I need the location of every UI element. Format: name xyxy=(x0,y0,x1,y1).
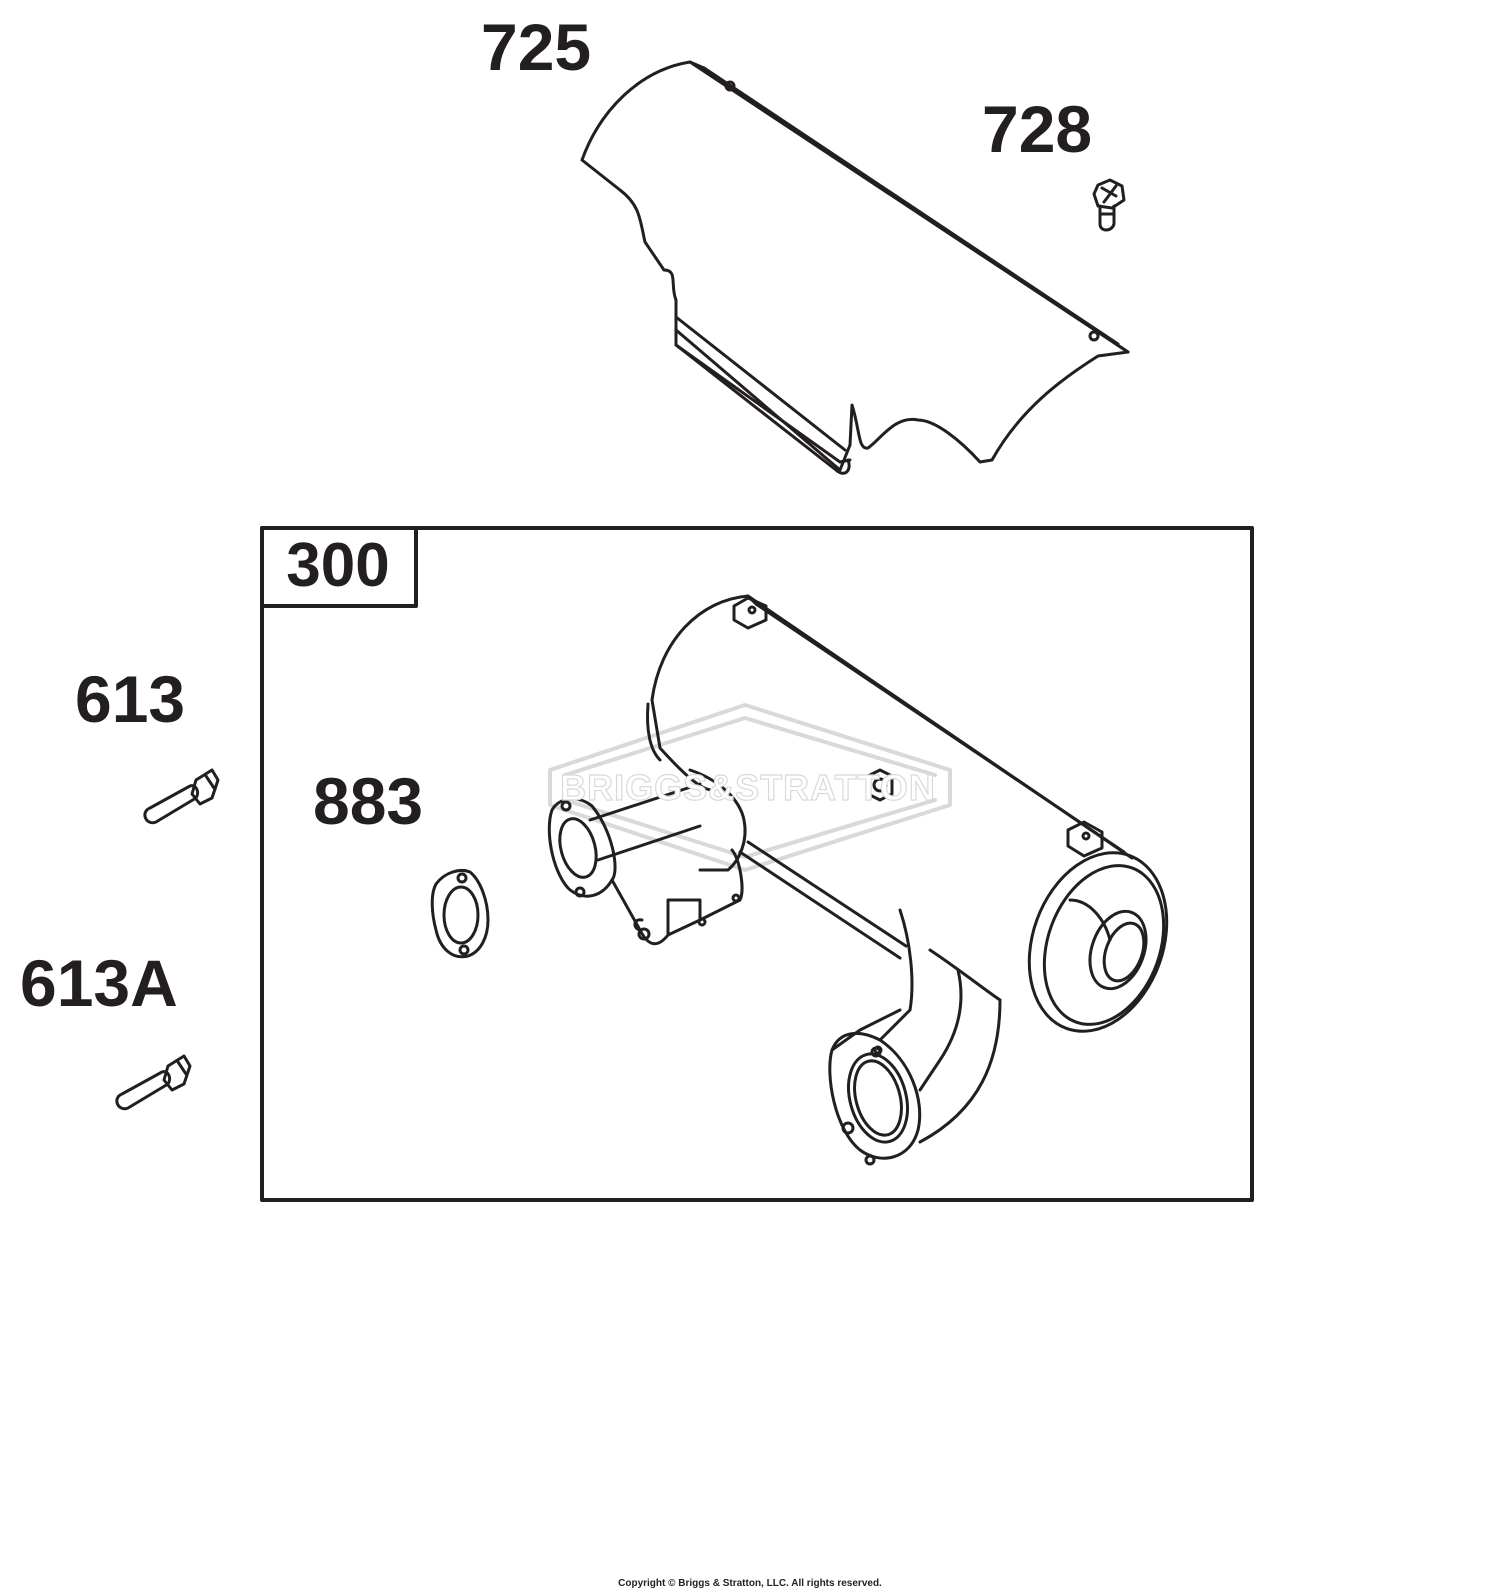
label-613: 613 xyxy=(75,662,186,736)
kit-frame xyxy=(260,526,1254,1202)
copyright-notice: Copyright © Briggs & Stratton, LLC. All … xyxy=(618,1578,882,1589)
heat-shield-drawing xyxy=(580,60,1130,475)
label-725: 725 xyxy=(481,10,592,84)
gasket-drawing xyxy=(430,869,490,959)
watermark-text: BRIGGS&STRATTON xyxy=(560,767,936,808)
screw-drawing xyxy=(1092,178,1126,232)
label-728: 728 xyxy=(982,92,1093,166)
label-300: 300 xyxy=(286,531,390,600)
label-613a: 613A xyxy=(20,946,178,1020)
bolt-613a-drawing xyxy=(115,1054,192,1111)
bolt-613-drawing xyxy=(143,768,220,825)
kit-label-box xyxy=(260,526,418,608)
label-883: 883 xyxy=(313,764,424,838)
muffler-drawing xyxy=(547,594,1169,1166)
